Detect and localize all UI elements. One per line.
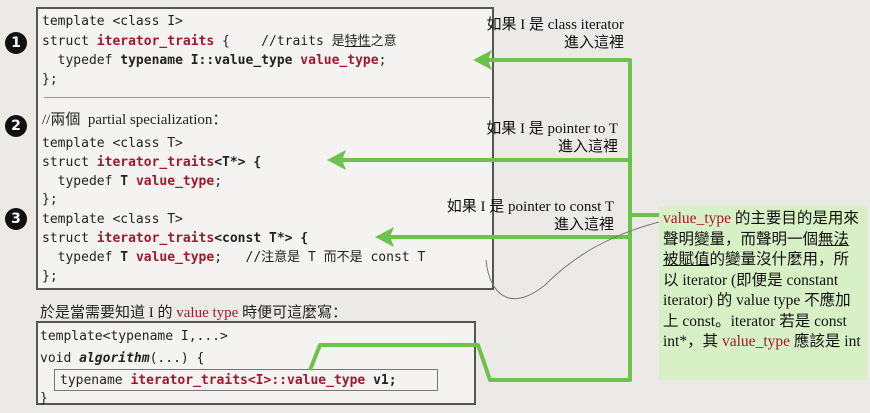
code-line: typename iterator_traits<I>::value_type … [60,373,397,388]
comment-squiggle [485,221,660,300]
code-line: template <class T> [42,212,183,227]
code-line: }; [42,192,58,207]
badge-2: 2 [5,115,27,137]
main-connector [308,58,632,382]
code-divider [44,97,490,98]
code-line: template <class I> [42,14,183,29]
badge-1: 1 [5,32,27,54]
code-line: } [40,391,48,406]
arrowhead-block3 [375,227,394,247]
badge-3: 3 [5,208,27,230]
code-line: struct iterator_traits { //traits 是特性之意 [42,34,397,49]
typename-highlight-box [54,369,438,391]
value-type-explanation: value_type 的主要目的是用來聲明變量，而聲明一個無法被賦值的變量沒什麼… [659,206,867,380]
code-line: typedef T value_type; //注意是 T 而不是 const … [42,250,426,265]
code-line: typedef typename I::value_type value_typ… [42,53,387,68]
code-line: }; [42,72,58,87]
usage-code-panel [36,321,476,405]
code-line: typedef T value_type; [42,174,223,189]
code-line: template <class T> [42,136,183,151]
code-line: struct iterator_traits<const T*> { [42,231,309,246]
usage-caption: 於是當需要知道 I 的 value type 時便可這麼寫： [40,305,348,321]
code-line: }; [42,269,58,284]
code-line: template<typename I,...> [40,329,228,344]
arrowhead-block1 [473,50,492,70]
code-line: struct iterator_traits<T*> { [42,155,262,170]
arrowhead-block2 [327,150,346,170]
code-line: void algorithm(...) { [40,351,205,366]
code-comment: //兩個 partial specialization： [42,112,228,128]
traits-code-panel [36,7,494,290]
